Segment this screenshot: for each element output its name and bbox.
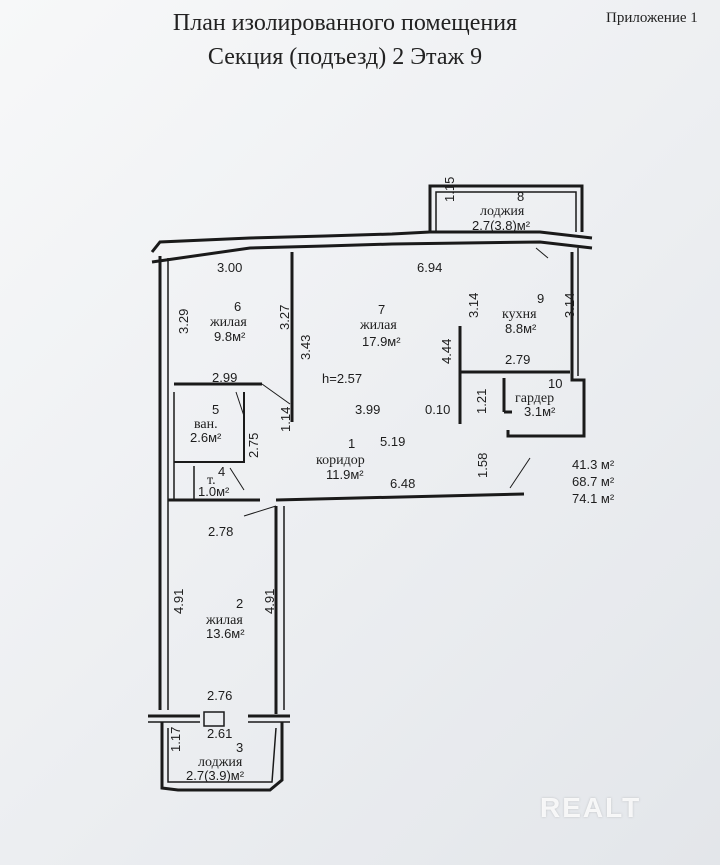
room-4-name: т. (207, 473, 216, 488)
room-9-area: 8.8м² (505, 321, 537, 336)
door-swing-9 (535, 247, 549, 259)
loggia-3-inner (167, 727, 277, 783)
total-area: 68.7 м² (572, 474, 615, 489)
room-10-number: 10 (548, 376, 562, 391)
room-4-area: 1.0м² (198, 484, 230, 499)
room-3-label: 3 лоджия 2.7(3.9)м² (186, 740, 245, 783)
room-5-label: 5 ван. 2.6м² (190, 402, 222, 445)
dim-kitchen-depth-right: 3.14 (562, 293, 577, 318)
room-5-area: 2.6м² (190, 430, 222, 445)
room-7-label: 7 жилая 17.9м² (359, 302, 401, 349)
corridor-bottom-wall (275, 492, 525, 502)
dim-room-7-width: 6.94 (417, 260, 442, 275)
room-1-name: коридор (316, 453, 365, 468)
room-1-label: 1 коридор 11.9м² (316, 436, 365, 482)
dim-010: 0.10 (425, 402, 450, 417)
dim-room-2-depth-right: 4.91 (262, 589, 277, 614)
room-8-area: 2.7(3.8)м² (472, 218, 531, 233)
appendix-label: Приложение 1 (606, 10, 698, 26)
room-3-name: лоджия (198, 755, 243, 770)
room-10-label: 10 гардер 3.1м² (515, 376, 562, 419)
right-wall-kitchen (506, 252, 586, 438)
dim-room-6-depth: 3.29 (176, 309, 191, 334)
dim-room-6-width: 3.00 (217, 260, 242, 275)
room-3-number: 3 (236, 740, 243, 755)
room-4-label: 4 т. 1.0м² (198, 464, 230, 499)
dim-276: 2.76 (207, 688, 232, 703)
room-6-name: жилая (209, 315, 247, 330)
room-2-label: 2 жилая 13.6м² (205, 596, 245, 641)
room-1-area: 11.9м² (326, 467, 364, 482)
loggia-8-inner (435, 191, 577, 232)
living-area-total: 41.3 м² (572, 457, 615, 472)
room-8-name: лоджия (480, 204, 525, 219)
dim-519: 5.19 (380, 434, 405, 449)
room-2-number: 2 (236, 596, 243, 611)
area-totals: 41.3 м² 68.7 м² 74.1 м² (572, 456, 614, 507)
dim-158: 1.58 (475, 453, 490, 478)
room-2-name: жилая (205, 613, 243, 628)
dim-121: 1.21 (474, 389, 489, 414)
partition-10 (502, 378, 512, 414)
room-8-number: 8 (517, 189, 524, 204)
door-swing-6 (261, 383, 291, 405)
loggia-8-walls (428, 184, 584, 232)
dim-399: 3.99 (355, 402, 380, 417)
dim-117: 1.17 (168, 727, 183, 752)
dim-partition-327: 3.27 (277, 305, 292, 330)
room-9-number: 9 (537, 291, 544, 306)
room-7-number: 7 (378, 302, 385, 317)
walls (148, 184, 593, 792)
room-6-number: 6 (234, 299, 241, 314)
room-10-area: 3.1м² (524, 404, 556, 419)
loggia-3-walls (160, 722, 284, 792)
dim-648: 6.48 (390, 476, 415, 491)
dim-261: 2.61 (207, 726, 232, 741)
dim-kitchen-width: 2.79 (505, 352, 530, 367)
dim-room-7-depth: 3.43 (298, 335, 313, 360)
room-9-label: 9 кухня 8.8м² (502, 291, 544, 336)
room-3-area: 2.7(3.9)м² (186, 768, 245, 783)
room-4-number: 4 (218, 464, 225, 479)
plan-title: План изолированного помещения (172, 10, 518, 36)
room-8-label: 8 лоджия 2.7(3.8)м² (472, 189, 531, 233)
dim-room-2-depth-left: 4.91 (171, 589, 186, 614)
dim-loggia-8-depth: 1.15 (442, 177, 457, 202)
room-7-area: 17.9м² (362, 334, 401, 349)
top-outer-wall (150, 230, 593, 253)
top-inner-wall (151, 240, 593, 264)
room-5-number: 5 (212, 402, 219, 417)
door-swing-5 (235, 391, 245, 417)
room-6-label: 6 жилая 9.8м² (209, 299, 247, 344)
ceiling-height: h=2.57 (322, 371, 362, 386)
dim-114: 1.14 (278, 407, 293, 432)
room-2-area: 13.6м² (206, 626, 245, 641)
room-6-area: 9.8м² (214, 329, 246, 344)
door-swing-4 (229, 467, 245, 491)
balcony-door (203, 711, 225, 727)
dim-299: 2.99 (212, 370, 237, 385)
plan-subtitle: Секция (подъезд) 2 Этаж 9 (207, 44, 483, 70)
dim-278: 2.78 (208, 524, 233, 539)
dim-275: 2.75 (246, 433, 261, 458)
room-10-name: гардер (515, 391, 554, 406)
room-7-name: жилая (359, 318, 397, 333)
dim-kitchen-depth-left: 3.14 (466, 293, 481, 318)
realt-watermark: REALT (540, 792, 642, 823)
dim-444: 4.44 (439, 339, 454, 364)
door-swing-1 (509, 457, 531, 489)
total-area-with-loggias: 74.1 м² (572, 491, 615, 506)
room-5-name: ван. (194, 417, 218, 432)
door-swing-2 (243, 505, 277, 517)
room-9-name: кухня (502, 307, 537, 322)
room-1-number: 1 (348, 436, 355, 451)
